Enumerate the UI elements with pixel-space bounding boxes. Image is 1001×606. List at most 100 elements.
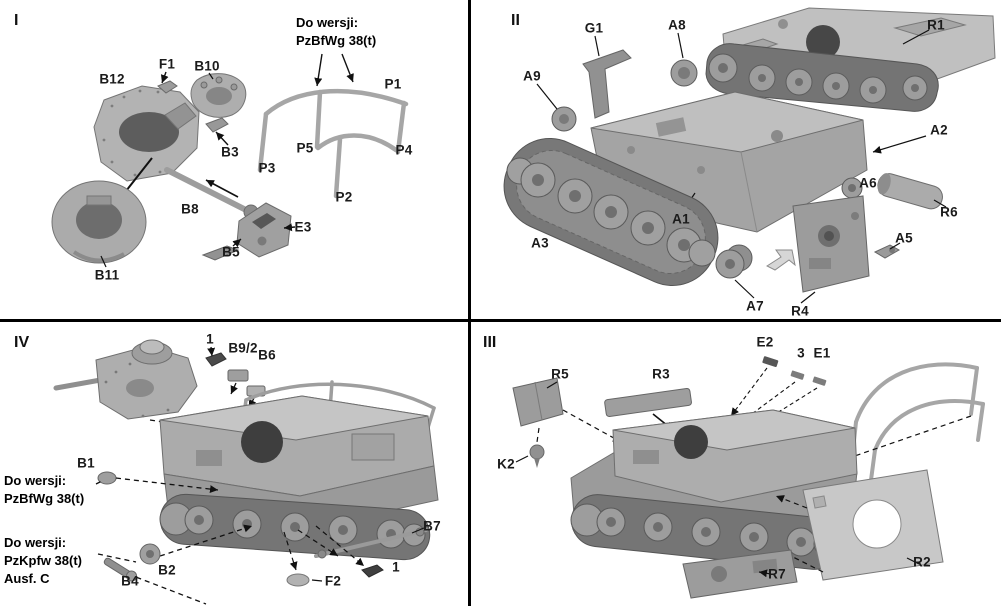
part-1-arrow xyxy=(207,346,216,357)
r5-leaders xyxy=(536,409,622,443)
k2-leader xyxy=(515,455,529,463)
section-numeral-ii: II xyxy=(511,12,520,29)
part-label-e3: E3 xyxy=(294,219,312,235)
part-label-p1: P1 xyxy=(384,76,402,92)
version-note: Do wersji:PzBfWg 38(t) xyxy=(4,473,85,506)
bottom-part-leaders xyxy=(283,525,365,571)
wheel-a6 xyxy=(841,177,863,199)
right-track-assembly xyxy=(705,43,939,112)
illustration-hull-parts xyxy=(503,7,996,304)
part-label-a2: A2 xyxy=(930,122,948,138)
part-label-a1: A1 xyxy=(672,211,690,227)
part-label-a3: A3 xyxy=(531,235,549,251)
a7-leader xyxy=(734,279,755,299)
plate-r2 xyxy=(802,469,944,581)
part-label-e1: E1 xyxy=(813,345,831,361)
a5-leader xyxy=(889,242,901,250)
part-label-f1: F1 xyxy=(158,56,176,72)
part-b1 xyxy=(97,471,117,485)
part-1-top xyxy=(205,352,227,367)
illustration-turret-parts xyxy=(51,53,409,268)
cupola-b10 xyxy=(190,73,247,118)
part-label-b5: B5 xyxy=(222,244,240,260)
note-arrows xyxy=(314,53,354,87)
horizontal-divider xyxy=(0,319,1001,322)
assembly-direction-arrow xyxy=(765,249,796,271)
part-b2 xyxy=(139,543,161,565)
part-label-p5: P5 xyxy=(296,140,314,156)
part-label-3: 3 xyxy=(797,345,805,361)
r4-leader xyxy=(800,291,816,304)
f2-leader xyxy=(311,579,323,582)
b8-arrow xyxy=(205,179,239,198)
part-label-b1: B1 xyxy=(77,455,95,471)
b1-leaders xyxy=(95,477,219,494)
section-numeral-i: I xyxy=(14,12,19,29)
part-label-r1: R1 xyxy=(927,17,945,33)
part-label-b12: B12 xyxy=(99,71,125,87)
part-b4 xyxy=(103,557,138,582)
part-f2 xyxy=(286,573,310,587)
part-label-a9: A9 xyxy=(523,68,541,84)
turret-shell-b12 xyxy=(93,85,200,182)
part-e1 xyxy=(812,376,827,386)
vertical-divider xyxy=(468,0,471,606)
plate-r3 xyxy=(604,387,692,418)
part-b3 xyxy=(205,117,229,133)
bracket-g1 xyxy=(582,49,632,119)
part-label-b8: B8 xyxy=(181,201,199,217)
b11-leader xyxy=(100,255,107,268)
part-label-r3: R3 xyxy=(652,366,670,382)
part-label-g1: G1 xyxy=(584,20,604,36)
a8-leader xyxy=(677,32,684,59)
f1-arrow xyxy=(160,71,169,84)
hatch-plate-e3 xyxy=(236,202,292,258)
part-label-b7: B7 xyxy=(423,518,441,534)
version-note: Do wersji:PzKpfw 38(t)Ausf. C xyxy=(4,535,82,586)
part-label-r4: R4 xyxy=(791,303,809,319)
part-label-b10: B10 xyxy=(194,58,220,74)
section-numeral-iv: IV xyxy=(14,334,30,351)
e3-arrow xyxy=(283,223,296,232)
part-k2 xyxy=(529,444,545,468)
part-label-1: 1 xyxy=(392,559,400,575)
part-b9-2 xyxy=(227,369,249,382)
part-label-b9-2: B9/2 xyxy=(228,340,258,356)
a2-arrow xyxy=(872,135,927,154)
turret-ring-b11 xyxy=(51,180,147,264)
r2-label-leader xyxy=(906,557,920,565)
tank-hull xyxy=(570,409,858,570)
part-label-k2: K2 xyxy=(497,456,515,472)
section-numeral-iii: III xyxy=(483,334,497,351)
version-note: Do wersji:PzBfWg 38(t) xyxy=(296,15,377,48)
part-label-r6: R6 xyxy=(940,204,958,220)
part-3 xyxy=(790,370,805,380)
left-track-assembly xyxy=(503,138,719,286)
turret-assembly xyxy=(53,339,198,420)
antenna-rail-frame xyxy=(257,88,409,199)
part-label-a5: A5 xyxy=(895,230,913,246)
part-label-b4: B4 xyxy=(121,573,139,589)
r6-leader xyxy=(933,199,947,208)
part-label-a8: A8 xyxy=(668,17,686,33)
part-label-b3: B3 xyxy=(221,144,239,160)
tank-hull xyxy=(159,395,439,561)
plate-r7 xyxy=(682,549,798,599)
part-label-r2: R2 xyxy=(913,554,931,570)
part-label-b6: B6 xyxy=(258,347,276,363)
part-b5 xyxy=(201,245,240,261)
wheel-a7 xyxy=(715,244,753,279)
muffler-r6 xyxy=(877,173,943,210)
part-label-f2: F2 xyxy=(324,573,342,589)
part-label-a6: A6 xyxy=(859,175,877,191)
part-label-p2: P2 xyxy=(335,189,353,205)
g1-leader xyxy=(594,35,600,57)
b3-arrow xyxy=(215,131,229,146)
b5-arrow xyxy=(232,238,242,248)
part-label-a7: A7 xyxy=(746,298,764,314)
part-label-p3: P3 xyxy=(258,160,276,176)
